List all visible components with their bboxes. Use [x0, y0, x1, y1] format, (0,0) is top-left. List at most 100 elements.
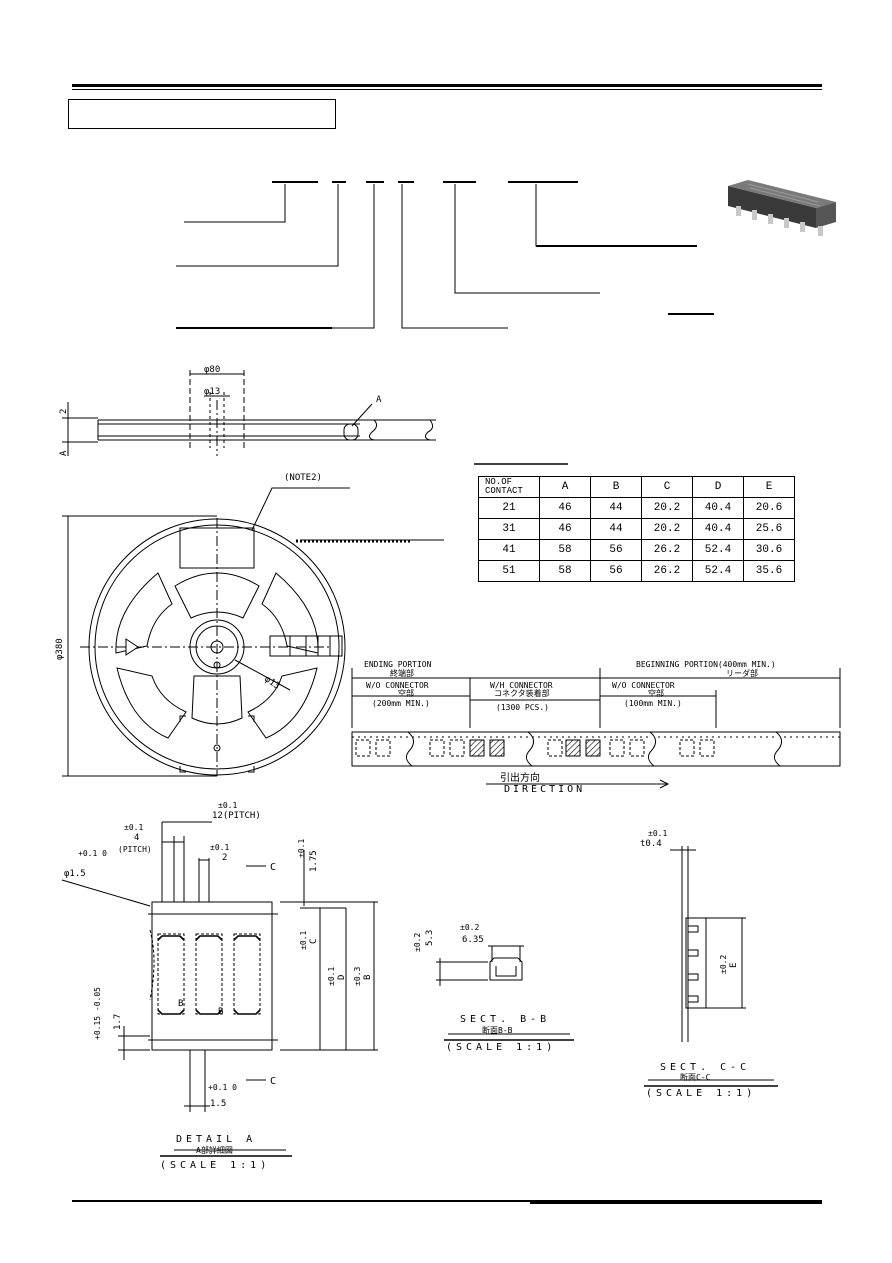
beginning-jp-label: リーダ部 — [726, 668, 758, 678]
sect-c-view — [644, 846, 778, 1087]
cell: 41 — [478, 539, 540, 561]
two-label: 2 — [222, 853, 227, 863]
c-tol: ±0.1 — [299, 931, 308, 950]
beginning-label: BEGINNING PORTION(400mm MIN.) — [636, 660, 776, 669]
wh-len-label: (1300 PCS.) — [496, 703, 549, 712]
sect-b-marker-2: B — [218, 1007, 223, 1017]
cell: 20.2 — [641, 497, 693, 519]
pitch4-tol: ±0.1 — [124, 823, 143, 832]
sect-c-marker-bottom: C — [270, 1076, 276, 1087]
header-c: C — [641, 476, 693, 498]
sect-b-w-tol: ±0.2 — [460, 923, 479, 932]
sect-b-h: 5.3 — [425, 930, 435, 946]
header-d: D — [692, 476, 744, 498]
wo2-jp-label: 空部 — [648, 688, 664, 698]
sect-b-title-jp: 断面B-B — [482, 1025, 513, 1035]
d-tol: ±0.1 — [327, 967, 336, 986]
center-dia-label: φ13 — [262, 674, 281, 692]
wo1-jp-label: 空部 — [398, 688, 414, 698]
cell: 20.6 — [743, 497, 795, 519]
sect-c-scale: (SCALE 1:1) — [646, 1088, 756, 1099]
tape-strip — [351, 668, 841, 789]
sect-c-title-jp: 断面C-C — [680, 1072, 711, 1082]
wo2-label: W/O CONNECTOR — [612, 681, 675, 690]
sect-b-marker: B — [178, 999, 183, 1009]
v175-tol: ±0.1 — [297, 839, 306, 858]
cell: 44 — [590, 518, 642, 540]
t17-label: 1.7 — [113, 1014, 123, 1030]
sect-b-h-tol: ±0.2 — [413, 933, 422, 952]
cell: 58 — [539, 560, 591, 582]
cell: 52.4 — [692, 560, 744, 582]
hole-label: φ1.5 — [64, 869, 86, 879]
cell: 46 — [539, 518, 591, 540]
sect-c-title: SECT. C-C — [660, 1062, 750, 1073]
cell: 44 — [590, 497, 642, 519]
detail-a-scale: (SCALE 1:1) — [160, 1160, 270, 1171]
top-rule-thin — [72, 89, 822, 90]
c-label: C — [309, 939, 319, 944]
b15-label: 1.5 — [210, 1099, 226, 1109]
wo1-label: W/O CONNECTOR — [366, 681, 429, 690]
b-tol: ±0.3 — [353, 967, 362, 986]
sect-c-t-tol: ±0.1 — [648, 829, 667, 838]
cell: 26.2 — [641, 539, 693, 561]
cell: 35.6 — [743, 560, 795, 582]
header-a: A — [539, 476, 591, 498]
reel-front-view — [62, 487, 444, 777]
sect-b-title: SECT. B-B — [460, 1014, 550, 1025]
ending-label: ENDING PORTION — [364, 660, 432, 669]
bottom-rule — [72, 1200, 822, 1202]
detail-ref-label: A — [376, 395, 382, 405]
flange-gap-label: 2 — [59, 409, 69, 414]
sect-b-w: 6.35 — [462, 935, 484, 945]
wo1-len-label: (200mm MIN.) — [372, 699, 430, 708]
cell: 56 — [590, 560, 642, 582]
cell: 40.4 — [692, 518, 744, 540]
cell: 20.2 — [641, 518, 693, 540]
ending-jp-label: 終端部 — [390, 668, 414, 678]
width-label: A — [59, 450, 69, 456]
b-label: B — [363, 975, 373, 980]
header-e: E — [743, 476, 795, 498]
wh-label: W/H CONNECTOR — [490, 681, 553, 690]
cell: 46 — [539, 497, 591, 519]
cell: 25.6 — [743, 518, 795, 540]
header-contact: NO.OF CONTACT — [478, 476, 540, 498]
wo2-len-label: (100mm MIN.) — [624, 699, 682, 708]
pitch12-label: 12(PITCH) — [212, 811, 261, 821]
hub-dia-label: φ80 — [204, 365, 220, 375]
hole-tol: +0.1 0 — [78, 849, 107, 858]
sect-c-e-tol: ±0.2 — [719, 955, 728, 974]
sect-b-view — [436, 945, 574, 1041]
detail-a-title-jp: A部詳細図 — [196, 1145, 233, 1155]
sect-c-e: E — [729, 963, 739, 968]
note-label: (NOTE2) — [284, 473, 322, 483]
cell: 21 — [478, 497, 540, 519]
connector-photo — [728, 180, 836, 236]
pitch12-tol: ±0.1 — [218, 801, 237, 810]
cell: 56 — [590, 539, 642, 561]
t17-tol: +0.15 -0.05 — [93, 987, 102, 1040]
b15-tol: +0.1 0 — [208, 1083, 237, 1092]
header-b: B — [590, 476, 642, 498]
d-label: D — [337, 975, 347, 980]
cell: 31 — [478, 518, 540, 540]
cell: 26.2 — [641, 560, 693, 582]
sect-c-marker: C — [270, 862, 276, 873]
detail-a-title: DETAIL A — [176, 1134, 256, 1145]
pitch4-sub: (PITCH) — [118, 845, 152, 854]
sect-c-t: t0.4 — [640, 839, 662, 849]
direction-label: DIRECTION — [504, 784, 585, 795]
direction-jp-label: 引出方向 — [500, 771, 540, 784]
bottom-rule-right — [530, 1202, 822, 1204]
title-box — [68, 99, 336, 129]
cell: 51 — [478, 560, 540, 582]
v175-label: 1.75 — [309, 850, 319, 872]
